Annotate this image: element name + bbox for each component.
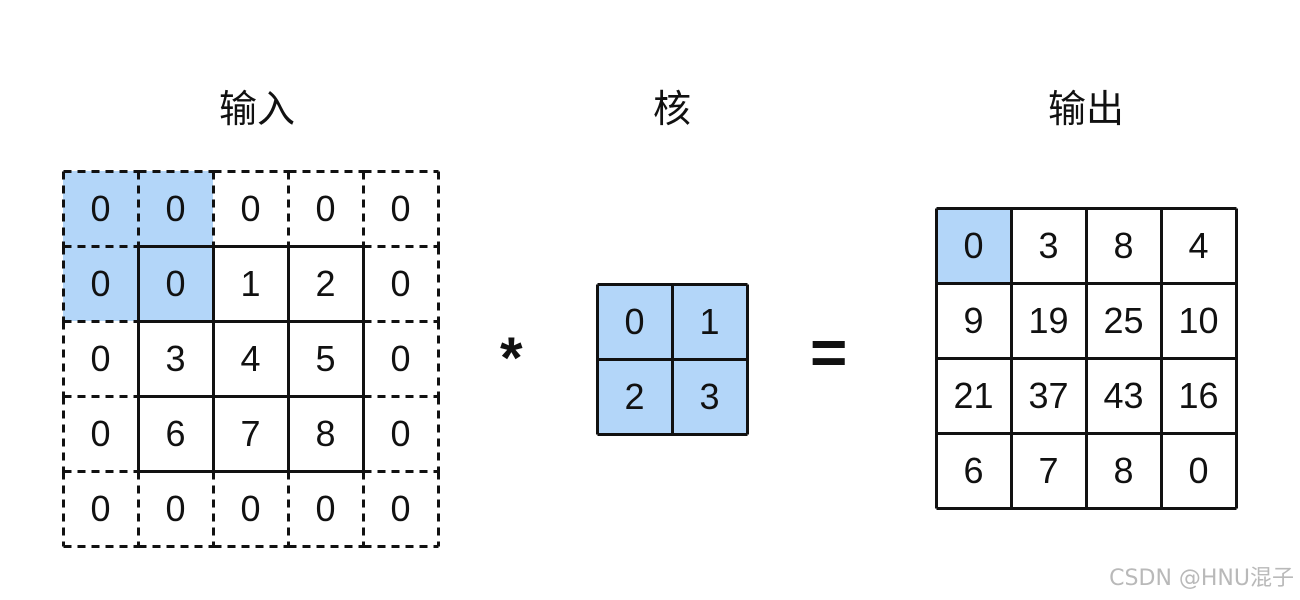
input-cell-2-4: 0 — [390, 337, 411, 379]
output-cell-2-1: 37 — [1028, 374, 1069, 416]
input-cell-3-4: 0 — [390, 412, 411, 454]
input-cell-3-2: 7 — [240, 412, 261, 454]
input-cell-2-2: 4 — [240, 337, 261, 379]
kernel-title: 核 — [652, 87, 692, 131]
kernel-cell-0-1: 1 — [672, 284, 747, 359]
input-cell-4-4: 0 — [390, 487, 411, 529]
input-cell-2-3: 5 — [315, 337, 336, 379]
input-cell-0-0: 0 — [63, 171, 138, 246]
input-cell-0-2: 0 — [240, 187, 261, 229]
output-cell-0-2: 8 — [1113, 224, 1134, 266]
input-cell-2-1: 3 — [165, 337, 186, 379]
input-cell-1-3: 2 — [315, 262, 336, 304]
input-cell-1-2: 1 — [240, 262, 261, 304]
watermark: CSDN @HNU混子 — [1109, 566, 1294, 591]
equals-operator: = — [810, 316, 848, 388]
output-cell-0-0: 0 — [936, 208, 1011, 283]
output-cell-2-3: 16 — [1178, 374, 1219, 416]
kernel-cell-1-1: 3 — [672, 359, 747, 434]
output-cell-1-0: 9 — [963, 299, 984, 341]
output-cell-0-1: 3 — [1038, 224, 1059, 266]
input-cell-1-4: 0 — [390, 262, 411, 304]
output-cell-3-2: 8 — [1113, 449, 1134, 491]
output-cell-1-1: 19 — [1028, 299, 1069, 341]
kernel-cell-1-0: 2 — [597, 359, 672, 434]
input-cell-4-1: 0 — [165, 487, 186, 529]
input-title: 输入 — [218, 87, 296, 131]
input-cell-4-0: 0 — [90, 487, 111, 529]
input-cell-3-3: 8 — [315, 412, 336, 454]
input-cell-0-1: 0 — [138, 171, 213, 246]
output-cell-3-1: 7 — [1038, 449, 1059, 491]
output-cell-1-2: 25 — [1103, 299, 1144, 341]
input-cell-1-0: 0 — [63, 246, 138, 321]
output-cell-1-3: 10 — [1178, 299, 1219, 341]
input-cell-4-3: 0 — [315, 487, 336, 529]
convolution-operator: * — [500, 326, 523, 391]
input-cell-1-1: 0 — [138, 246, 213, 321]
output-cell-0-3: 4 — [1188, 224, 1209, 266]
input-cell-2-0: 0 — [90, 337, 111, 379]
output-cell-2-0: 21 — [953, 374, 994, 416]
output-cell-3-3: 0 — [1188, 449, 1209, 491]
kernel-cell-0-0: 0 — [597, 284, 672, 359]
output-cell-3-0: 6 — [963, 449, 984, 491]
output-cell-2-2: 43 — [1103, 374, 1144, 416]
output-title: 输出 — [1047, 87, 1125, 131]
input-cell-4-2: 0 — [240, 487, 261, 529]
input-cell-0-3: 0 — [315, 187, 336, 229]
input-cell-3-0: 0 — [90, 412, 111, 454]
input-cell-3-1: 6 — [165, 412, 186, 454]
input-cell-0-4: 0 — [390, 187, 411, 229]
